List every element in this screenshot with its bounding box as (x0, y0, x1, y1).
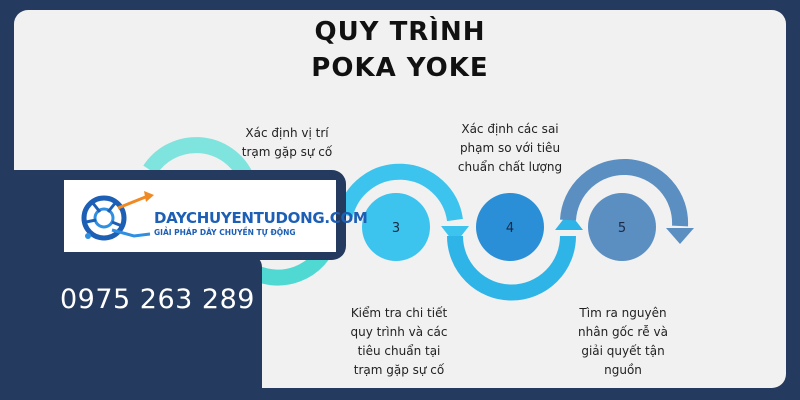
label-step-5-line-2: nhân gốc rễ và (578, 325, 668, 339)
label-step-5-line-4: nguồn (604, 363, 642, 377)
logo-tagline: GIẢI PHÁP DÂY CHUYỀN TỰ ĐỘNG (154, 228, 296, 237)
phone-number: 0975 263 289 (60, 284, 255, 315)
step-4-number: 4 (506, 221, 514, 236)
title-line-2: POKA YOKE (311, 53, 489, 83)
label-step-3-line-2: quy trình và các (350, 325, 448, 339)
label-step-5-line-1: Tìm ra nguyên (579, 306, 667, 320)
step-4-arrowhead (555, 212, 583, 230)
label-step-1: Xác định vị trí trạm gặp sự cố (222, 124, 352, 162)
label-step-5-line-3: giải quyết tận (581, 344, 665, 358)
step-3-circle (362, 193, 430, 261)
step-4-circle (476, 193, 544, 261)
page-title: QUY TRÌNH POKA YOKE (0, 14, 800, 86)
step-5-arrowhead (666, 228, 694, 244)
label-step-1-line-2: trạm gặp sự cố (241, 145, 333, 159)
step-5-number: 5 (618, 221, 626, 236)
step-3-arrowhead (441, 226, 469, 244)
step-5-circle (588, 193, 656, 261)
logo-card: DAYCHUYENTUDONG.COM GIẢI PHÁP DÂY CHUYỀN… (64, 180, 368, 252)
label-step-3-line-3: tiêu chuẩn tại (357, 344, 441, 358)
phone-panel (0, 255, 262, 400)
label-step-3-line-1: Kiểm tra chi tiết (350, 306, 448, 320)
step-3-number: 3 (392, 221, 400, 236)
label-step-4-line-1: Xác định các sai (461, 122, 559, 136)
label-step-3-line-4: trạm gặp sự cố (353, 363, 445, 377)
label-step-3: Kiểm tra chi tiết quy trình và các tiêu … (334, 304, 464, 380)
step-4-arc (447, 235, 576, 301)
step-3-arc (337, 163, 463, 222)
label-step-4-line-2: phạm so với tiêu (459, 141, 561, 155)
logo-text: DAYCHUYENTUDONG.COM (154, 209, 368, 227)
step-1-arc (143, 137, 253, 179)
label-step-1-line-1: Xác định vị trí (245, 126, 329, 140)
logo-gear-icon (81, 191, 154, 241)
label-step-5: Tìm ra nguyên nhân gốc rễ và giải quyết … (558, 304, 688, 380)
label-step-4-line-3: chuẩn chất lượng (457, 160, 563, 174)
step-5-arc (560, 158, 689, 227)
label-step-4: Xác định các sai phạm so với tiêu chuẩn … (440, 120, 580, 177)
title-line-1: QUY TRÌNH (314, 17, 486, 47)
